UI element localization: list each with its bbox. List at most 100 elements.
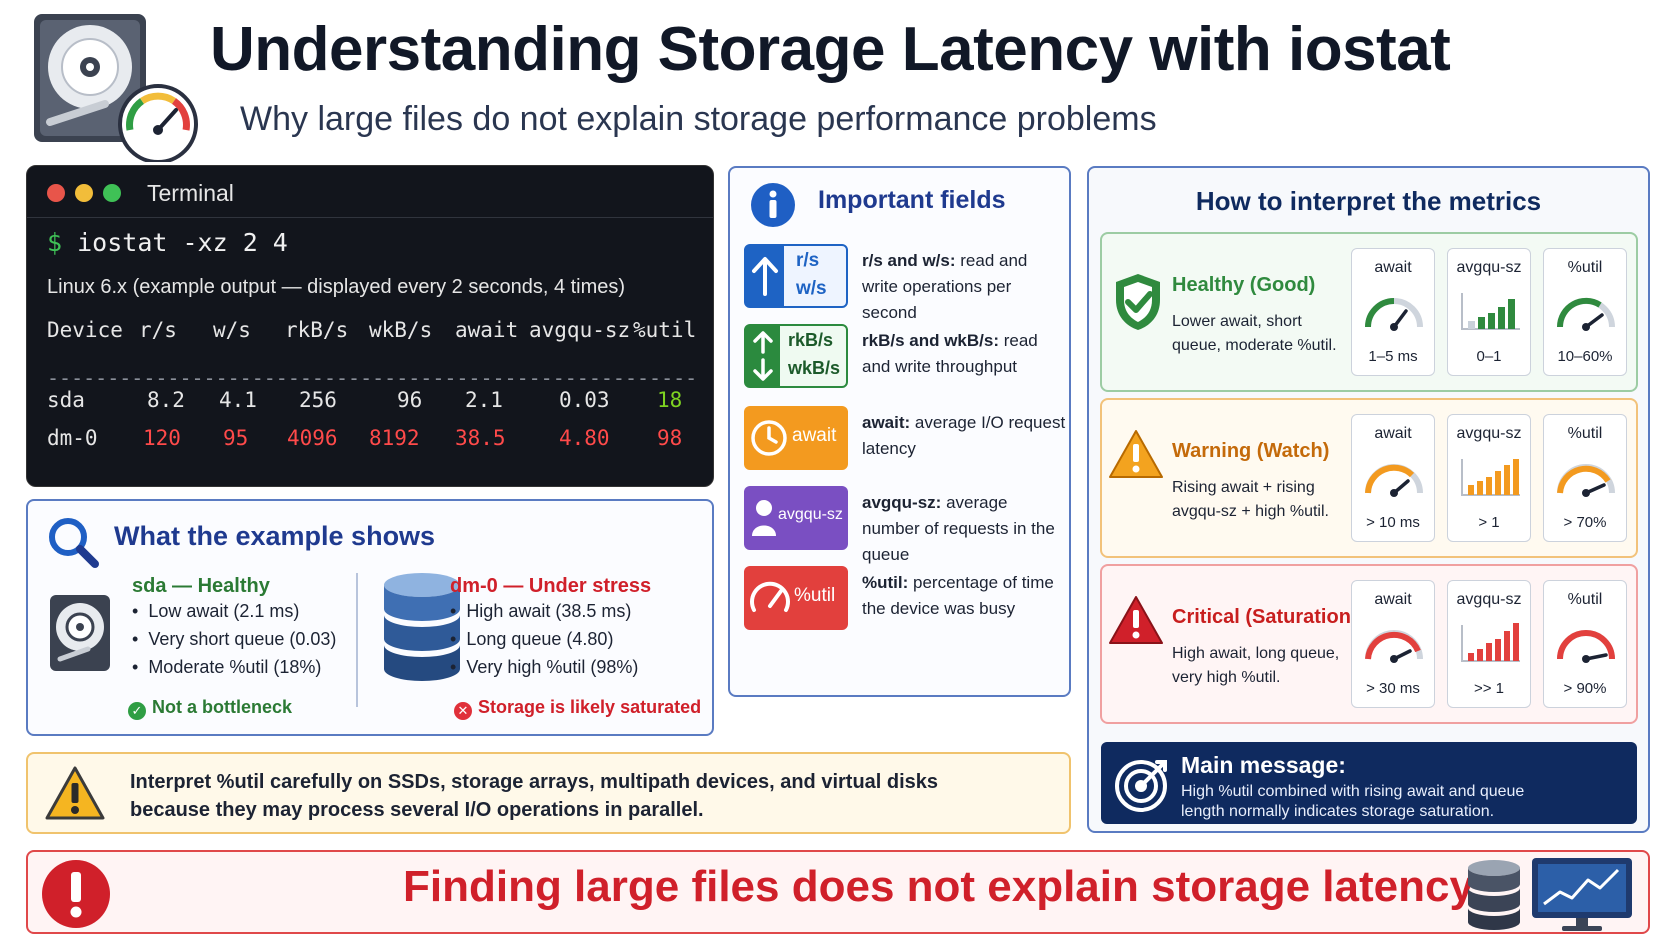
badge-label: avgqu-sz <box>778 506 843 523</box>
col-await: await <box>455 318 519 342</box>
badge-label: r/s <box>796 250 820 271</box>
terminal-title-bar: Terminal <box>27 166 713 218</box>
exclamation-circle-icon <box>42 860 110 928</box>
maximize-dot-icon <box>103 184 121 202</box>
metric-label: %util <box>1567 259 1603 276</box>
col-device: Device <box>47 318 123 342</box>
bar-chart-icon <box>1461 293 1520 330</box>
gauge-icon <box>1365 298 1423 331</box>
hard-drive-gauge-icon <box>30 12 205 164</box>
row-value-critical: 8192 <box>369 426 420 450</box>
metric-label: avgqu-sz <box>1456 425 1522 442</box>
target-icon <box>1115 760 1167 812</box>
field-description: %util: percentage of time the device was… <box>862 570 1067 622</box>
metric-util: %util 10–60% <box>1543 248 1627 376</box>
metric-label: await <box>1374 591 1412 608</box>
level-desc: Rising await + rising avgqu-sz + high %u… <box>1172 479 1329 520</box>
up-arrow-icon <box>746 246 784 306</box>
list-item: High await (38.5 ms) <box>450 597 638 625</box>
monitor-chart-icon <box>1532 858 1632 931</box>
database-icon <box>1468 860 1520 930</box>
person-icon <box>752 500 776 536</box>
warning-triangle-icon <box>1109 596 1163 644</box>
terminal-separator: ----------------------------------------… <box>47 366 697 390</box>
healthy-heading: sda — Healthy <box>132 575 270 597</box>
badge-label: w/s <box>796 278 827 299</box>
util-badge: %util <box>744 566 848 630</box>
list-item: Moderate %util (18%) <box>132 653 336 681</box>
info-icon <box>751 183 795 227</box>
row-value-good: 18 <box>657 388 683 412</box>
conclusion-text: Finding large files does not explain sto… <box>403 862 1483 911</box>
metric-label: %util <box>1567 591 1603 608</box>
row-value: 0.03 <box>559 388 610 412</box>
example-title: What the example shows <box>114 521 436 551</box>
warning-banner: Interpret %util carefully on SSDs, stora… <box>26 752 1071 834</box>
metric-avgqu: avgqu-sz > 1 <box>1447 414 1531 542</box>
gauge-icon <box>1365 464 1423 497</box>
row-device: dm-0 <box>47 426 98 450</box>
field-term: rkB/s and wkB/s: <box>862 331 999 350</box>
field-description: r/s and w/s: read and write operations p… <box>862 248 1067 326</box>
col-rkbs: rkB/s <box>285 318 349 342</box>
up-down-arrow-icon <box>746 326 780 386</box>
row-value: 8.2 <box>147 388 185 412</box>
row-value: 256 <box>299 388 337 412</box>
list-item: Very short queue (0.03) <box>132 625 336 653</box>
metric-value: > 70% <box>1563 514 1607 531</box>
terminal-title: Terminal <box>147 180 234 206</box>
close-dot-icon <box>47 184 65 202</box>
terminal-command-line: $ iostat -xz 2 4 <box>47 228 288 257</box>
metric-value: >> 1 <box>1473 680 1505 697</box>
metric-label: avgqu-sz <box>1456 259 1522 276</box>
field-desc: average I/O request latency <box>862 413 1066 458</box>
metric-util: %util > 90% <box>1543 580 1627 708</box>
metric-value: > 10 ms <box>1366 514 1420 531</box>
terminal-row-sda: sda 8.2 4.1 256 96 2.1 0.03 18 <box>47 388 707 418</box>
metric-label: %util <box>1567 425 1603 442</box>
metric-value: 10–60% <box>1557 348 1613 365</box>
row-value-critical: 120 <box>143 426 181 450</box>
warning-line: Interpret %util carefully on SSDs, stora… <box>130 771 939 793</box>
level-name: Critical (Saturation) <box>1172 606 1358 628</box>
warning-line: because they may process several I/O ope… <box>130 799 704 821</box>
gauge-icon <box>1365 630 1423 663</box>
row-value-critical: 4.80 <box>559 426 610 450</box>
rs-ws-badge: r/s w/s <box>744 244 848 308</box>
gauge-icon <box>1557 630 1615 663</box>
field-desc: average number of requests in the queue <box>862 493 1055 564</box>
metric-util: %util > 70% <box>1543 414 1627 542</box>
field-desc: percentage of time the device was busy <box>862 573 1054 618</box>
gauge-icon <box>1557 464 1615 497</box>
level-desc: Lower await, short queue, moderate %util… <box>1172 313 1337 354</box>
main-message-box: Main message: High %util combined with r… <box>1101 742 1637 824</box>
level-healthy: Healthy (Good) Lower await, short queue,… <box>1100 232 1638 392</box>
check-circle-icon: ✓ <box>128 702 146 720</box>
list-item: Low await (2.1 ms) <box>132 597 336 625</box>
shield-check-icon <box>1116 274 1160 330</box>
prompt-symbol: $ <box>47 228 63 257</box>
metric-label: avgqu-sz <box>1456 591 1522 608</box>
warning-triangle-icon <box>45 766 105 820</box>
badge-label: await <box>792 425 837 446</box>
page-subtitle: Why large files do not explain storage p… <box>240 100 1157 138</box>
level-desc: High await, long queue, very high %util. <box>1172 645 1340 686</box>
terminal-info-line: Linux 6.x (example output — displayed ev… <box>47 276 626 298</box>
x-circle-icon: ✕ <box>454 702 472 720</box>
page-title: Understanding Storage Latency with iosta… <box>210 15 1451 84</box>
metric-await: await > 30 ms <box>1351 580 1435 708</box>
bar-chart-icon <box>1461 623 1520 662</box>
await-badge: await <box>744 406 848 470</box>
metric-value: > 1 <box>1478 514 1500 531</box>
main-message-title: Main message: <box>1181 752 1346 778</box>
col-rs: r/s <box>139 318 177 342</box>
clock-icon <box>751 420 787 456</box>
col-avgqu: avgqu-sz <box>529 318 631 342</box>
field-description: rkB/s and wkB/s: read and write throughp… <box>862 328 1067 380</box>
metric-await: await 1–5 ms <box>1351 248 1435 376</box>
stressed-verdict: ✕Storage is likely saturated <box>454 697 701 720</box>
metric-avgqu: avgqu-sz 0–1 <box>1447 248 1531 376</box>
row-value-critical: 38.5 <box>455 426 506 450</box>
healthy-list: Low await (2.1 ms) Very short queue (0.0… <box>132 597 336 681</box>
field-desc: read and write throughput <box>862 331 1038 376</box>
